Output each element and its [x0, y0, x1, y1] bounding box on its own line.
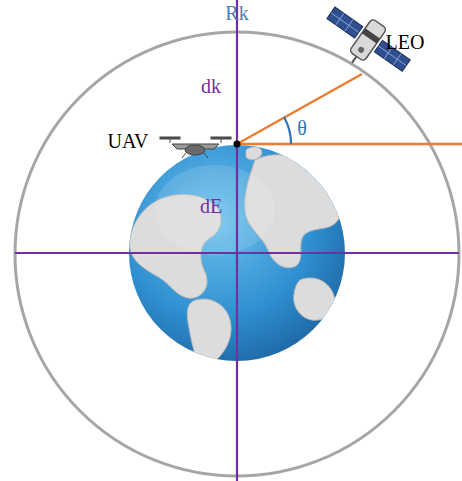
uav-label: UAV [108, 131, 149, 151]
horizontal-axis [15, 252, 459, 254]
radius-label: Rk [225, 3, 248, 23]
earth-radius-label: dE [200, 196, 222, 216]
satellite-label: LEO [386, 32, 425, 52]
angle-label: θ [297, 118, 307, 138]
distance-label: dk [201, 76, 221, 96]
horizon-line [237, 143, 462, 146]
vertical-axis [236, 0, 238, 481]
drone-icon [160, 137, 231, 158]
line-of-sight [237, 74, 362, 144]
elevation-arc [284, 117, 291, 144]
uav-point [234, 141, 241, 148]
